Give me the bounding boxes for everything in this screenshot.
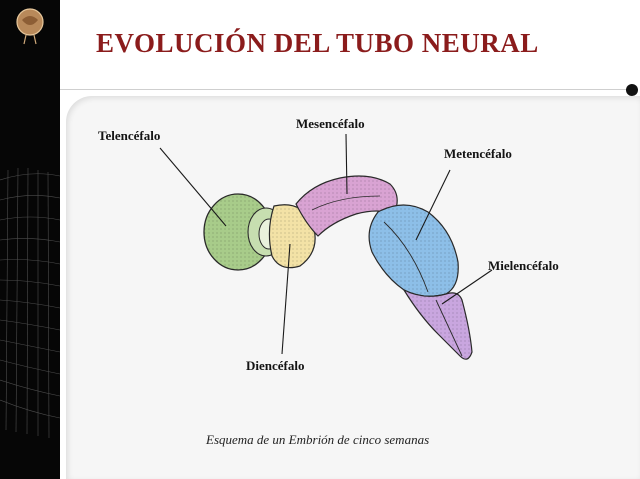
- label-telencefalo: Telencéfalo: [98, 128, 161, 143]
- wireframe-decoration: [0, 8, 60, 439]
- mesencefalo-region: [295, 175, 398, 237]
- metencefalo-region: [368, 204, 459, 297]
- decorative-side-panel: [0, 0, 60, 479]
- diagram-caption: Esquema de un Embrión de cinco semanas: [206, 432, 430, 447]
- bullet-dot-icon: [626, 84, 638, 96]
- title-bar: [60, 0, 640, 92]
- label-leader-lines: [159, 133, 493, 355]
- diagram-panel: [66, 96, 640, 479]
- label-mielencefalo: Mielencéfalo: [488, 258, 559, 273]
- label-diencefalo: Diencéfalo: [246, 358, 305, 373]
- label-metencefalo: Metencéfalo: [444, 146, 512, 161]
- page-title: EVOLUCIÓN DEL TUBO NEURAL: [96, 28, 539, 58]
- mielencefalo-region: [402, 288, 473, 360]
- label-mesencefalo: Mesencéfalo: [296, 116, 365, 131]
- title-divider: [60, 89, 632, 90]
- diencefalo-region: [268, 204, 316, 269]
